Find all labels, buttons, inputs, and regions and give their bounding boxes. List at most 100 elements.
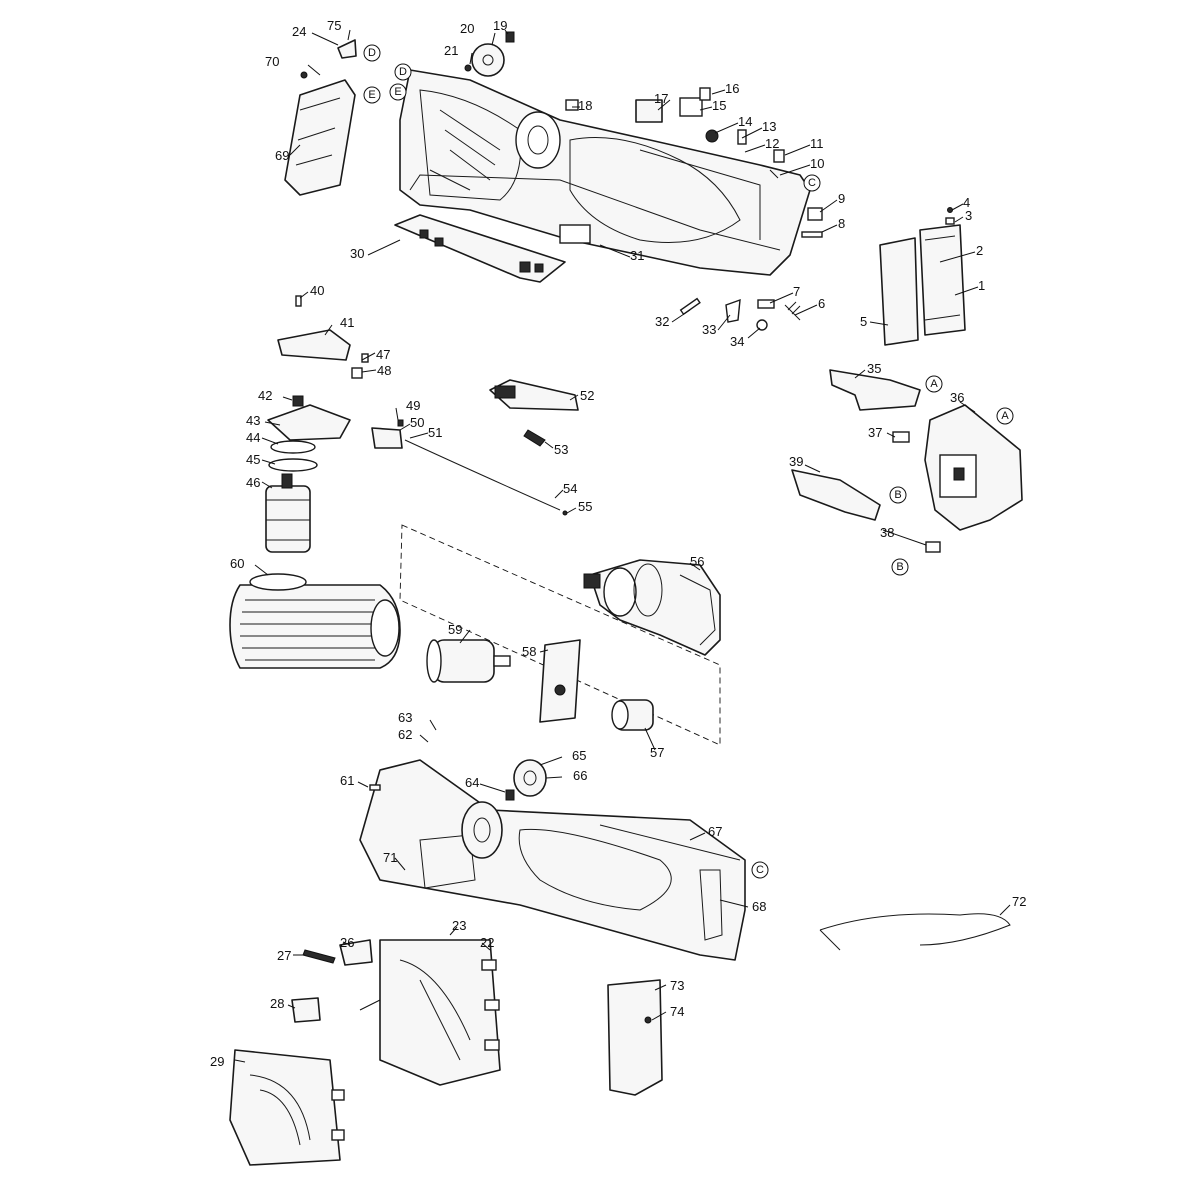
- callout: 49: [406, 398, 420, 413]
- callout: 43: [246, 413, 260, 428]
- callout: 1: [978, 278, 985, 293]
- callout: 30: [350, 246, 364, 261]
- callout: 50: [410, 415, 424, 430]
- callout: 3: [965, 208, 972, 223]
- ref-mark: D: [368, 47, 376, 59]
- ref-mark: C: [756, 864, 764, 876]
- callout: 12: [765, 136, 779, 151]
- callout: 58: [522, 644, 536, 659]
- callout: 38: [880, 525, 894, 540]
- assembly-outline: [399, 524, 721, 746]
- circuit-board: [394, 214, 566, 283]
- right-cover-bracket: [879, 207, 966, 346]
- callout: 63: [398, 710, 412, 725]
- callout: 17: [654, 91, 668, 106]
- callout: 22: [480, 935, 494, 950]
- callout: 69: [275, 148, 289, 163]
- ref-mark: B: [896, 561, 903, 573]
- ref-mark: A: [1001, 410, 1009, 422]
- coupling: [611, 699, 654, 731]
- callout: 36: [950, 390, 964, 405]
- callout: 8: [838, 216, 845, 231]
- small-motor: [426, 639, 511, 683]
- callout: 54: [563, 481, 577, 496]
- callout: 47: [376, 347, 390, 362]
- callout: 24: [292, 24, 306, 39]
- callout: 65: [572, 748, 586, 763]
- callout: 44: [246, 430, 260, 445]
- drive-wheel: [505, 759, 547, 801]
- callout: 31: [630, 248, 644, 263]
- ref-mark: E: [368, 89, 375, 101]
- callout: 59: [448, 622, 462, 637]
- callout: 55: [578, 499, 592, 514]
- handle-cover-left: [284, 71, 356, 196]
- callout: 23: [452, 918, 466, 933]
- reference-markers: D E D E C A A B B C: [363, 44, 1014, 879]
- callout: 61: [340, 773, 354, 788]
- callout: 53: [554, 442, 568, 457]
- callout: 64: [465, 775, 479, 790]
- callout: 60: [230, 556, 244, 571]
- callout: 71: [383, 850, 397, 865]
- callout: 2: [976, 243, 983, 258]
- lower-housing-assembly: [359, 759, 746, 961]
- callout: 51: [428, 425, 442, 440]
- right-brackets: [791, 369, 1023, 553]
- callout-labels: 1 2 3 4 5 6 7 8 9 10 11 12 13 14 15 16 1…: [210, 18, 1026, 1069]
- callout: 10: [810, 156, 824, 171]
- callout: 57: [650, 745, 664, 760]
- callout: 68: [752, 899, 766, 914]
- callout: 39: [789, 454, 803, 469]
- callout: 16: [725, 81, 739, 96]
- callout: 9: [838, 191, 845, 206]
- callout: 75: [327, 18, 341, 33]
- ref-mark: C: [808, 177, 816, 189]
- callout: 26: [340, 935, 354, 950]
- ref-mark: B: [894, 489, 901, 501]
- callout: 18: [578, 98, 592, 113]
- callout: 13: [762, 119, 776, 134]
- callout: 35: [867, 361, 881, 376]
- callout: 46: [246, 475, 260, 490]
- callout: 37: [868, 425, 882, 440]
- callout: 45: [246, 452, 260, 467]
- switch-parts: [267, 295, 579, 516]
- upper-housing-assembly: [399, 69, 811, 276]
- ref-mark: D: [399, 66, 407, 78]
- callout: 32: [655, 314, 669, 329]
- pulley-wheel: [461, 801, 503, 859]
- callout: 41: [340, 315, 354, 330]
- handle-frame: [379, 939, 501, 1086]
- top-small-parts: [337, 31, 823, 331]
- callout: 66: [573, 768, 587, 783]
- ref-mark: A: [930, 378, 938, 390]
- gearbox-assembly: [583, 559, 721, 656]
- callout: 19: [493, 18, 507, 33]
- callout: 62: [398, 727, 412, 742]
- callout: 72: [1012, 894, 1026, 909]
- callout: 48: [377, 363, 391, 378]
- motor: [265, 473, 311, 553]
- callout: 5: [860, 314, 867, 329]
- callout: 7: [793, 284, 800, 299]
- callout: 73: [670, 978, 684, 993]
- callout: 28: [270, 996, 284, 1011]
- leader-lines: [234, 29, 1011, 1063]
- callout: 11: [810, 136, 824, 151]
- callout: 29: [210, 1054, 224, 1069]
- ref-mark: E: [394, 86, 401, 98]
- callout: 42: [258, 388, 272, 403]
- callout: 4: [963, 195, 970, 210]
- callout: 52: [580, 388, 594, 403]
- callout: 67: [708, 824, 722, 839]
- callout: 33: [702, 322, 716, 337]
- finned-motor-housing: [229, 573, 401, 669]
- callout: 6: [818, 296, 825, 311]
- callout: 56: [690, 554, 704, 569]
- handle-grip: [229, 1049, 345, 1166]
- mounting-plate: [539, 639, 581, 723]
- callout: 70: [265, 54, 279, 69]
- callout: 74: [670, 1004, 684, 1019]
